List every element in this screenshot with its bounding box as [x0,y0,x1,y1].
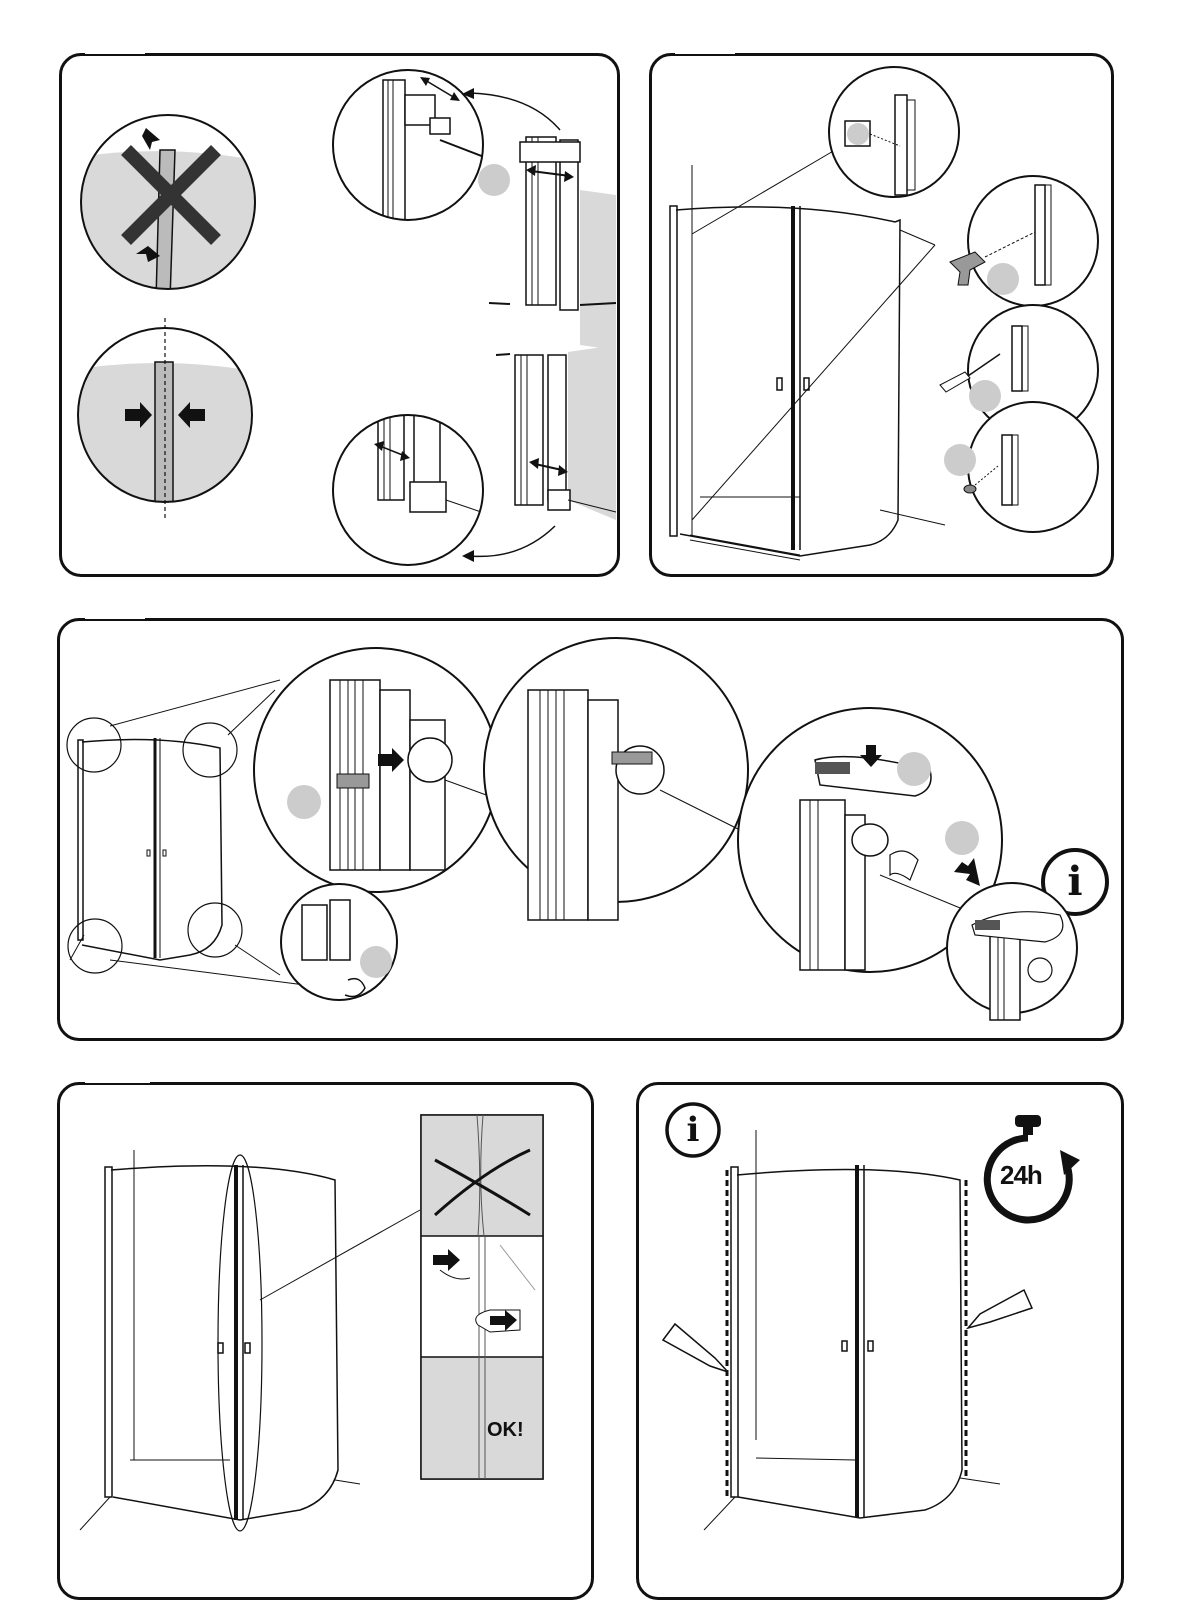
wrong-seal-detail [60,110,280,310]
enclosure-magnet-overview [67,638,1107,1020]
cure-time-label: 24h [1000,1160,1042,1191]
info-label-panel5: i [675,1110,711,1150]
enclosure-closure-check [80,1115,543,1531]
bottom-hinge-detail [333,410,490,565]
info-label-panel3: i [1055,858,1095,906]
ok-label: OK! [487,1419,524,1442]
enclosure-wall-fixing [670,67,1098,560]
door-profile-scene [462,137,616,562]
correct-seal-detail [70,318,270,520]
